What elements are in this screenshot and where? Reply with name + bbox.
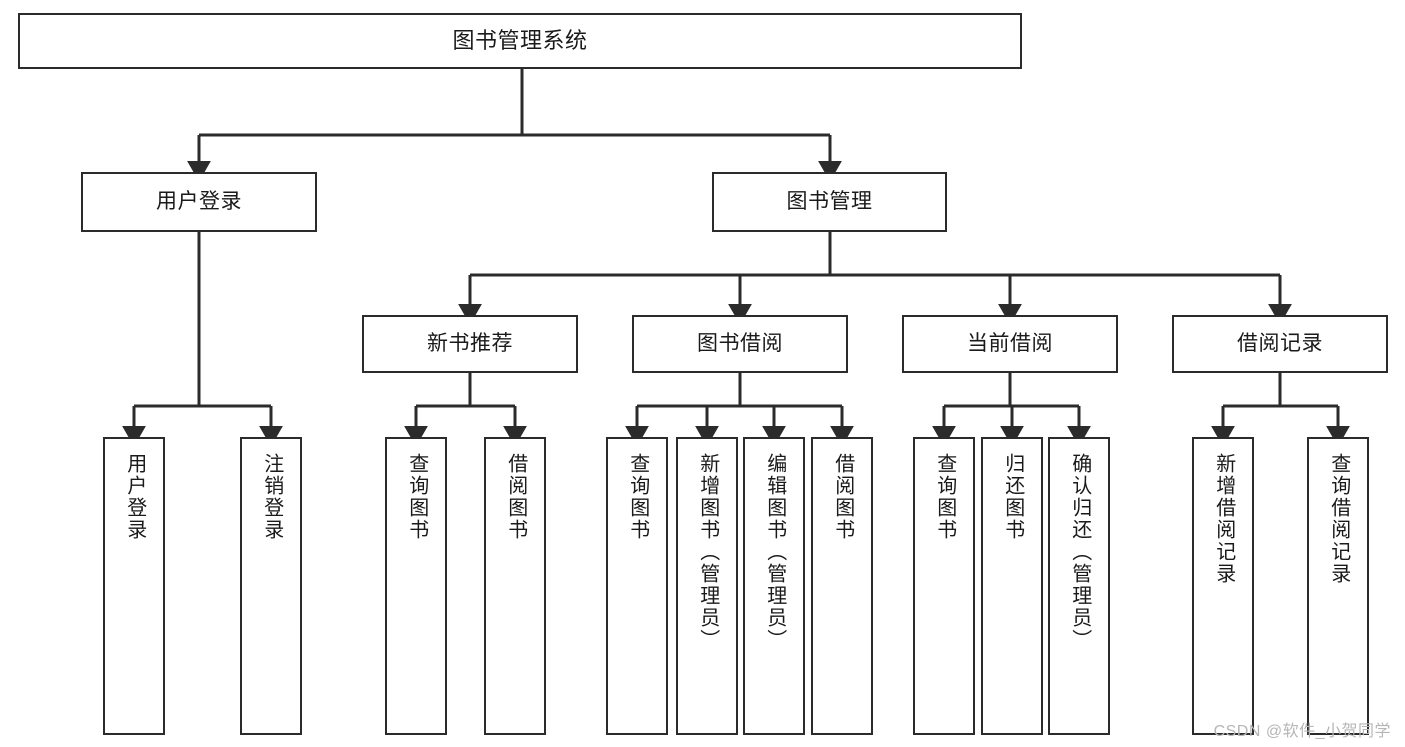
leaf-return-book-label: 归还图书 [1001,453,1024,541]
leaf-add-borrow-record[interactable]: 新增借阅记录 [1192,437,1254,735]
leaf-logout-label: 注销登录 [260,453,283,541]
leaf-add-book-admin[interactable]: 新增图书（管理员） [676,437,738,735]
leaf-query-book-borrow[interactable]: 查询图书 [606,437,668,735]
node-root-label: 图书管理系统 [452,28,588,54]
leaf-edit-book-admin-label: 编辑图书（管理员） [763,453,786,651]
leaf-query-book-newbook-label: 查询图书 [405,453,428,541]
leaf-query-book-current-label: 查询图书 [933,453,956,541]
node-borrow-records[interactable]: 借阅记录 [1172,315,1388,373]
leaf-logout[interactable]: 注销登录 [240,437,302,735]
leaf-borrow-book-borrow[interactable]: 借阅图书 [811,437,873,735]
leaf-confirm-return-admin-label: 确认归还（管理员） [1068,453,1091,651]
node-new-book-recommend[interactable]: 新书推荐 [362,315,578,373]
node-user-login[interactable]: 用户登录 [81,172,317,232]
leaf-borrow-book-borrow-label: 借阅图书 [831,453,854,541]
leaf-query-book-current[interactable]: 查询图书 [913,437,975,735]
leaf-query-borrow-record-label: 查询借阅记录 [1327,453,1350,585]
node-book-borrow-label: 图书借阅 [697,331,783,355]
leaf-edit-book-admin[interactable]: 编辑图书（管理员） [743,437,805,735]
leaf-user-login-label: 用户登录 [123,453,146,541]
node-new-book-recommend-label: 新书推荐 [427,331,513,355]
node-current-borrow[interactable]: 当前借阅 [902,315,1118,373]
leaf-query-book-borrow-label: 查询图书 [626,453,649,541]
leaf-add-borrow-record-label: 新增借阅记录 [1212,453,1235,585]
leaf-confirm-return-admin[interactable]: 确认归还（管理员） [1048,437,1110,735]
node-user-login-label: 用户登录 [156,189,242,213]
leaf-return-book[interactable]: 归还图书 [981,437,1043,735]
leaf-query-book-newbook[interactable]: 查询图书 [385,437,447,735]
node-borrow-records-label: 借阅记录 [1237,331,1323,355]
node-book-management[interactable]: 图书管理 [712,172,947,232]
leaf-borrow-book-newbook[interactable]: 借阅图书 [484,437,546,735]
leaf-borrow-book-newbook-label: 借阅图书 [504,453,527,541]
node-root[interactable]: 图书管理系统 [18,13,1022,69]
node-current-borrow-label: 当前借阅 [967,331,1053,355]
node-book-management-label: 图书管理 [786,189,873,213]
node-book-borrow[interactable]: 图书借阅 [632,315,848,373]
leaf-user-login[interactable]: 用户登录 [103,437,165,735]
leaf-query-borrow-record[interactable]: 查询借阅记录 [1307,437,1369,735]
leaf-add-book-admin-label: 新增图书（管理员） [696,453,719,651]
